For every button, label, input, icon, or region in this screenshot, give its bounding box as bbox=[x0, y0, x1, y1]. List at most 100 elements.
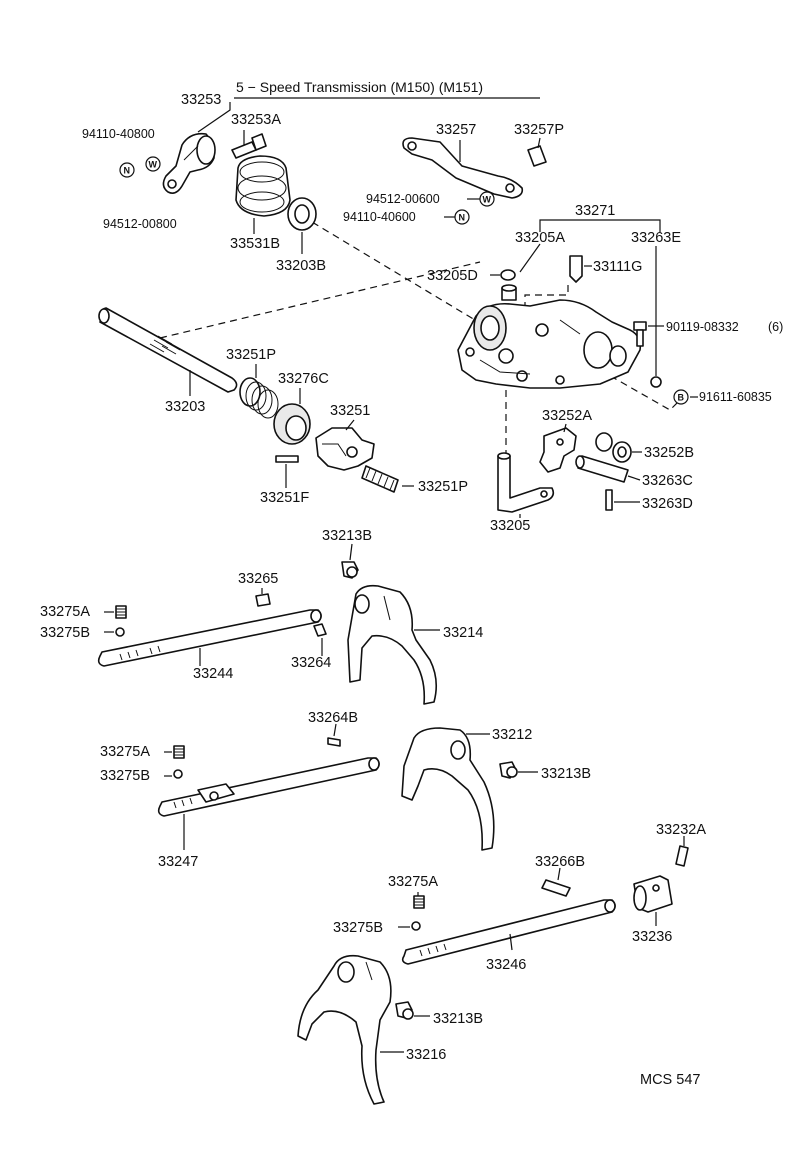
ball-33263E bbox=[650, 376, 662, 388]
bolt-33213B-bottom bbox=[395, 1001, 430, 1020]
label-33263C: 33263C bbox=[642, 473, 693, 489]
selector-head-33251 bbox=[315, 419, 375, 471]
spring-33251P-bottom bbox=[361, 465, 414, 493]
ball-33265 bbox=[255, 588, 271, 607]
shaft-33246 bbox=[401, 899, 616, 965]
svg-text:W: W bbox=[149, 160, 158, 170]
svg-text:W: W bbox=[483, 195, 492, 205]
leaders-housing bbox=[490, 243, 698, 398]
bolt-33213B-mid bbox=[499, 761, 538, 779]
ball-33275B-1 bbox=[115, 627, 125, 637]
label-33275A-2: 33275A bbox=[100, 744, 150, 760]
fork-33212 bbox=[401, 727, 495, 851]
shaft-33244 bbox=[97, 609, 322, 667]
housing-33271 bbox=[457, 299, 642, 389]
spring-33275A-3 bbox=[413, 895, 425, 909]
label-33252B: 33252B bbox=[644, 445, 694, 461]
label-33244: 33244 bbox=[193, 666, 233, 682]
label-33236: 33236 bbox=[632, 929, 672, 945]
washer-badge-w-2: W bbox=[479, 191, 495, 207]
label-33257P: 33257P bbox=[514, 122, 564, 138]
label-33213B-top: 33213B bbox=[322, 528, 372, 544]
assembly-dashed-lines bbox=[159, 215, 681, 455]
label-33275A-1: 33275A bbox=[40, 604, 90, 620]
sensor-33111G bbox=[569, 255, 583, 283]
label-33232A: 33232A bbox=[656, 822, 706, 838]
lever-33257 bbox=[402, 137, 524, 199]
label-33251P-top: 33251P bbox=[226, 347, 276, 363]
svg-text:B: B bbox=[678, 393, 685, 403]
pin-33257P bbox=[527, 137, 547, 167]
label-33251: 33251 bbox=[330, 403, 370, 419]
label-90119-08332-qty: (6) bbox=[768, 320, 783, 334]
leaders-left-labels bbox=[104, 611, 419, 928]
label-94110-40600: 94110-40600 bbox=[343, 210, 416, 224]
shaft-33247 bbox=[157, 757, 380, 850]
pin-33264 bbox=[313, 623, 327, 656]
spring-33251P-top bbox=[239, 364, 279, 419]
label-33275B-3: 33275B bbox=[333, 920, 383, 936]
label-33246: 33246 bbox=[486, 957, 526, 973]
label-33252A: 33252A bbox=[542, 408, 592, 424]
damper-33276C bbox=[273, 388, 311, 445]
ball-33275B-3 bbox=[411, 921, 421, 931]
label-33266B: 33266B bbox=[535, 854, 585, 870]
bearing-33203B bbox=[287, 197, 317, 231]
bracket-33271 bbox=[539, 219, 661, 232]
nut-badge-n-2: N bbox=[454, 209, 470, 225]
label-33216: 33216 bbox=[406, 1047, 446, 1063]
label-33251P-bottom: 33251P bbox=[418, 479, 468, 495]
label-33271: 33271 bbox=[575, 203, 615, 219]
label-33247: 33247 bbox=[158, 854, 198, 870]
pin-33264B bbox=[327, 723, 341, 747]
label-33264B: 33264B bbox=[308, 710, 358, 726]
label-33253A: 33253A bbox=[231, 112, 281, 128]
bolt-90119-08332 bbox=[633, 321, 647, 347]
bolt-badge-b: B bbox=[673, 389, 689, 405]
washer-badge-w-1: W bbox=[145, 156, 161, 172]
label-33531B: 33531B bbox=[230, 236, 280, 252]
pin-33263C bbox=[575, 455, 641, 483]
pin-33232A bbox=[675, 836, 689, 867]
diagram-title: 5 − Speed Transmission (M150) (M151) bbox=[236, 79, 483, 95]
label-33205A: 33205A bbox=[515, 230, 565, 246]
pin-33266B bbox=[541, 867, 571, 897]
label-90119-08332: 90119-08332 bbox=[666, 320, 739, 334]
bracket-33252A bbox=[539, 423, 577, 473]
label-33212: 33212 bbox=[492, 727, 532, 743]
nut-badge-n-1: N bbox=[119, 162, 135, 178]
boot-33531B bbox=[235, 155, 291, 217]
label-33111G: 33111G bbox=[593, 259, 642, 275]
label-91611-60835: 91611-60835 bbox=[699, 390, 772, 404]
label-94110-40800: 94110-40800 bbox=[82, 127, 155, 141]
label-33205: 33205 bbox=[490, 518, 530, 534]
sleeve-33205A bbox=[501, 284, 517, 301]
label-33203: 33203 bbox=[165, 399, 205, 415]
label-33213B-mid: 33213B bbox=[541, 766, 591, 782]
bolt-33253A bbox=[231, 133, 267, 159]
fork-33216 bbox=[297, 954, 404, 1105]
label-33275B-1: 33275B bbox=[40, 625, 90, 641]
label-94512-00600: 94512-00600 bbox=[366, 192, 440, 206]
pin-33263D bbox=[605, 489, 640, 511]
washer-33252B bbox=[595, 432, 642, 463]
label-33263D: 33263D bbox=[642, 496, 693, 512]
label-33264: 33264 bbox=[291, 655, 331, 671]
ball-33275B-2 bbox=[173, 769, 183, 779]
spring-33275A-2 bbox=[173, 745, 185, 759]
selector-bracket-33253 bbox=[162, 132, 216, 194]
label-94512-00800: 94512-00800 bbox=[103, 217, 177, 231]
svg-text:N: N bbox=[459, 213, 466, 223]
spring-33275A-1 bbox=[115, 605, 127, 619]
shaft-33203 bbox=[98, 307, 238, 396]
label-33257: 33257 bbox=[436, 122, 476, 138]
part-labels: 33253 33253A 94110-40800 94512-00800 335… bbox=[40, 92, 783, 1088]
pin-33251F bbox=[275, 455, 299, 488]
label-33203B: 33203B bbox=[276, 258, 326, 274]
shaft-lever-33205 bbox=[497, 452, 555, 518]
diagram-code: MCS 547 bbox=[640, 1072, 700, 1088]
ring-33205D bbox=[500, 269, 516, 281]
label-33253: 33253 bbox=[181, 92, 221, 108]
label-33276C: 33276C bbox=[278, 371, 329, 387]
svg-text:N: N bbox=[124, 166, 131, 176]
